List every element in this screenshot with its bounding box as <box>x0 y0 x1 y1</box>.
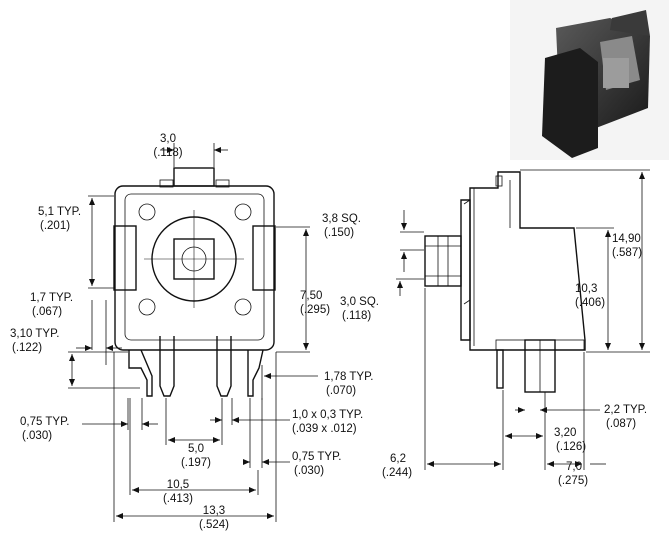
front-actuator-top <box>173 167 215 187</box>
front-dimension-lines <box>68 143 318 522</box>
dim-base-depth-in: (.275) <box>558 475 588 487</box>
dim-pin-section: 1,0 x 0,3 TYP. <box>292 409 363 421</box>
dim-overall-width: 13,3 <box>203 505 225 517</box>
dim-pin-length: 3,10 TYP. <box>10 328 59 340</box>
dim-pin-spacing-v: 5,1 TYP. <box>38 206 81 218</box>
dim-tab-height: 1,7 TYP. <box>30 292 73 304</box>
dim-pin-width: 0,75 TYP. <box>20 416 69 428</box>
dim-pin-span-in: (.413) <box>163 493 193 505</box>
dim-pin-offset-in: (.087) <box>606 418 636 430</box>
dim-cap-square: 3,8 SQ. <box>322 213 361 225</box>
dim-body-height: 7,50 <box>300 290 322 302</box>
pin-front-left <box>159 336 175 397</box>
dim-body-depth: 10,3 <box>575 283 597 295</box>
front-view <box>113 167 276 397</box>
front-body-inner <box>124 193 265 341</box>
hole-bottom-left <box>138 298 156 316</box>
dim-stem-square-in: (.118) <box>342 310 371 322</box>
dim-pin-offset: 2,2 TYP. <box>604 404 647 416</box>
hole-bottom-right <box>234 298 252 316</box>
dim-front-offset-in: (.244) <box>382 467 412 479</box>
side-body-front <box>460 199 471 341</box>
side-dimension-lines <box>396 169 650 470</box>
dim-pin-width-right: 0,75 TYP. <box>292 451 341 463</box>
dim-base-depth: 7,0 <box>566 461 582 473</box>
side-tab-right <box>252 225 276 291</box>
dim-pin-pitch: 5,0 <box>188 443 204 455</box>
side-tab-left <box>113 225 137 291</box>
dim-pin-span: 10,5 <box>167 479 189 491</box>
dim-body-depth-in: (.406) <box>575 297 605 309</box>
dim-tab-height-in: (.067) <box>32 306 62 318</box>
dim-front-offset: 6,2 <box>390 453 406 465</box>
side-view <box>424 171 586 393</box>
dim-cap-square-in: (.150) <box>324 227 354 239</box>
dim-tab-depth-in: (.070) <box>326 385 356 397</box>
dim-actuator-width-in: (.118) <box>153 147 182 159</box>
dim-pin-width-right-in: (.030) <box>294 465 324 477</box>
dim-overall-height-in: (.587) <box>612 247 642 259</box>
dim-stem-square: 3,0 SQ. <box>340 296 379 308</box>
dim-pin-length-in: (.122) <box>12 342 42 354</box>
dim-overall-height: 14,90 <box>612 233 641 245</box>
product-photo <box>510 0 669 160</box>
dim-pin-width-in: (.030) <box>22 430 52 442</box>
dim-actuator-width: 3,0 <box>160 133 176 145</box>
pin-outer-left <box>128 349 153 397</box>
dim-pin-gap: 3,20 <box>554 427 576 439</box>
dim-body-height-in: (.295) <box>300 304 330 316</box>
dim-pin-gap-in: (.126) <box>556 441 586 453</box>
pin-front-right <box>216 336 232 397</box>
dim-overall-width-in: (.524) <box>199 519 229 531</box>
side-pin-left <box>496 349 504 389</box>
side-dimension-labels: 3,8 SQ. (.150) 3,0 SQ. (.118) 14,90 (.58… <box>322 213 647 487</box>
pin-outer-right <box>247 349 264 397</box>
side-body <box>469 171 586 351</box>
dim-pin-pitch-in: (.197) <box>181 457 211 469</box>
dim-tab-depth: 1,78 TYP. <box>324 371 373 383</box>
hole-top-right <box>234 203 252 221</box>
dim-pin-section-in: (.039 x .012) <box>292 423 357 435</box>
dim-pin-spacing-v-in: (.201) <box>40 220 70 232</box>
side-cap <box>424 235 462 287</box>
front-dimension-labels: 3,0 (.118) 5,1 TYP. (.201) 1,7 TYP. (.06… <box>10 133 373 531</box>
hole-top-left <box>138 203 156 221</box>
